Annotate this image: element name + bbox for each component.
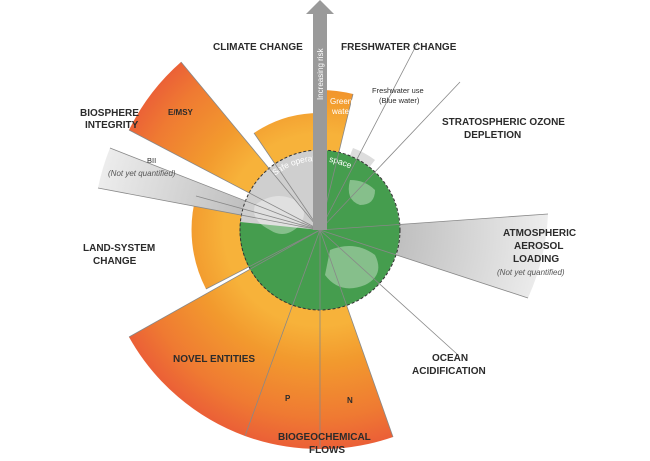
blue-water-label-1: Freshwater use xyxy=(372,86,424,95)
nitrogen-label: N xyxy=(347,396,353,405)
land-system-change-label-1: LAND-SYSTEM xyxy=(83,243,155,254)
bii-label: BII xyxy=(147,156,156,165)
emsy-label: E/MSY xyxy=(168,108,194,117)
novel-entities-label: NOVEL ENTITIES xyxy=(173,354,255,365)
stratospheric-ozone-label-1: STRATOSPHERIC OZONE xyxy=(442,117,565,128)
phosphorus-label: P xyxy=(285,394,291,403)
aerosol-label-3: LOADING xyxy=(513,254,559,265)
aerosol-label-2: AEROSOL xyxy=(514,241,563,252)
green-water-label-1: Green xyxy=(330,97,352,106)
ocean-acidification-label-2: ACIDIFICATION xyxy=(412,366,486,377)
freshwater-change-label: FRESHWATER CHANGE xyxy=(341,42,457,53)
ocean-acidification-label-1: OCEAN xyxy=(432,353,468,364)
biosphere-integrity-label-2: INTEGRITY xyxy=(85,120,139,131)
aerosol-note: (Not yet quantified) xyxy=(497,268,565,277)
biogeochemical-flows-label-2: FLOWS xyxy=(309,445,345,456)
aerosol-label-1: ATMOSPHERIC xyxy=(503,228,576,239)
boundary-spokes xyxy=(97,41,549,449)
increasing-risk-arrow: Increasing risk xyxy=(306,0,334,230)
bii-note: (Not yet quantified) xyxy=(108,169,176,178)
biosphere-integrity-label-1: BIOSPHERE xyxy=(80,108,139,119)
biogeochemical-flows-label-1: BIOGEOCHEMICAL xyxy=(278,432,371,443)
stratospheric-ozone-label-2: DEPLETION xyxy=(464,130,521,141)
increasing-risk-label: Increasing risk xyxy=(316,47,325,100)
green-water-label-2: water xyxy=(331,107,352,116)
blue-water-label-2: (Blue water) xyxy=(379,96,420,105)
land-system-change-label-2: CHANGE xyxy=(93,256,137,267)
climate-change-label: CLIMATE CHANGE xyxy=(213,42,303,53)
